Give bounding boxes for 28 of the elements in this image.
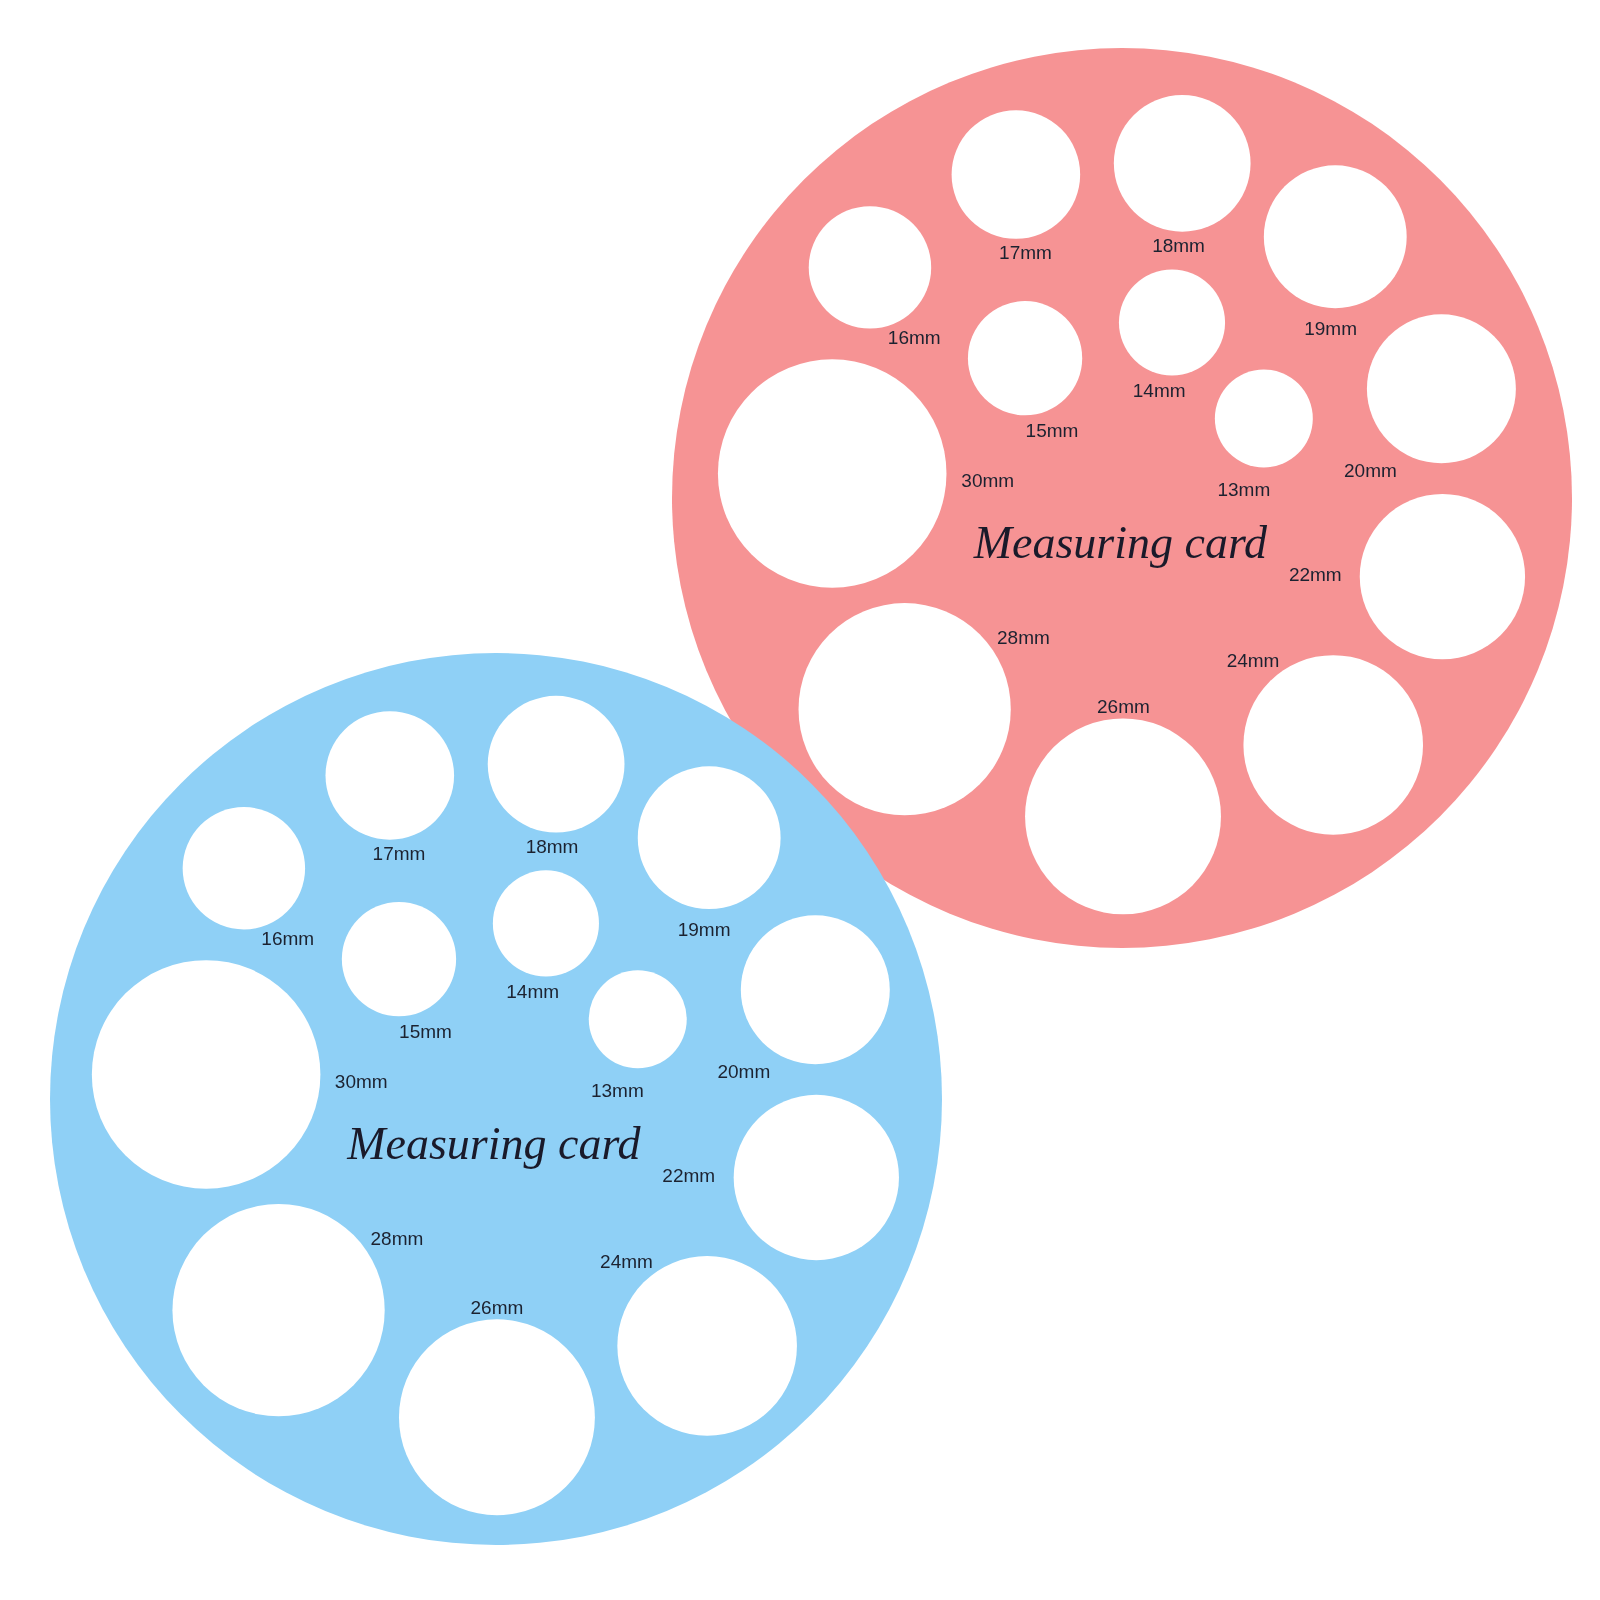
size-label: 13mm [590,1080,644,1100]
size-label: 28mm [370,1228,424,1248]
size-label: 14mm [506,981,560,1001]
size-label: 26mm [1097,696,1150,716]
size-label: 30mm [961,470,1015,490]
size-label: 30mm [334,1071,388,1091]
size-label: 17mm [999,242,1052,262]
size-label: 22mm [1288,564,1342,584]
size-label: 22mm [662,1166,716,1185]
size-label: 13mm [1217,479,1271,499]
size-label: 14mm [1132,380,1186,400]
size-label: 15mm [1025,420,1079,440]
size-label: 19mm [677,919,731,939]
size-label: 15mm [399,1021,452,1041]
size-label: 19mm [1304,318,1357,338]
size-label: 18mm [525,836,579,856]
size-label: 26mm [470,1297,524,1317]
card-title: Measuring card [347,1120,641,1167]
size-label: 28mm [997,627,1050,647]
card-title: Measuring card [973,519,1268,566]
size-label: 24mm [1226,650,1280,670]
size-label: 16mm [261,928,315,948]
size-label: 20mm [1344,460,1397,480]
size-label: 20mm [717,1061,771,1081]
size-label: 16mm [887,327,941,347]
size-label: 24mm [600,1251,653,1271]
size-label: 18mm [1152,235,1205,255]
size-label: 17mm [372,843,426,863]
